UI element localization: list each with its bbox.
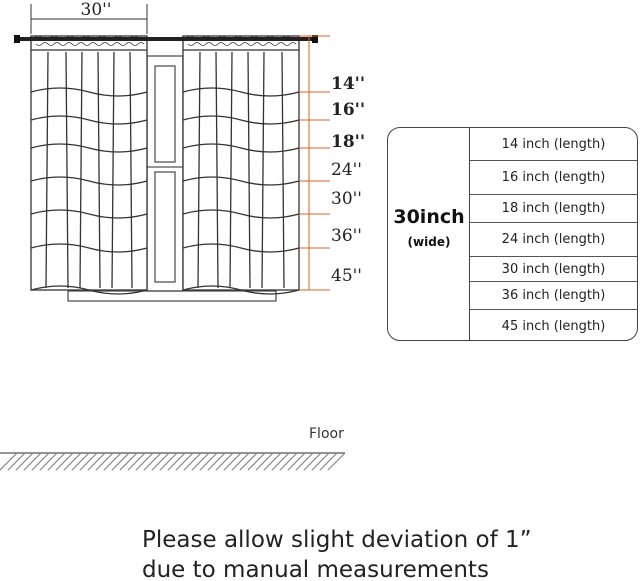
length-row-24: 24 inch (length)	[470, 223, 637, 257]
deviation-note-line-1: Please allow slight deviation of 1”	[142, 527, 532, 553]
length-marker-16: 16''	[331, 100, 365, 120]
length-marker-36: 36''	[331, 226, 362, 246]
length-marker-45: 45''	[331, 266, 362, 286]
width-dimension: 30''	[30, 0, 148, 34]
curtain-rod	[14, 35, 318, 43]
width-caption: (wide)	[407, 235, 451, 249]
width-value: 30inch	[393, 206, 465, 228]
length-markers: 14'' 16'' 18'' 24'' 30'' 36'' 45''	[331, 74, 365, 286]
length-row-14: 14 inch (length)	[470, 128, 637, 161]
floor	[0, 452, 346, 471]
length-marker-18: 18''	[331, 132, 365, 152]
length-dimension-lines	[299, 35, 330, 291]
length-row-16: 16 inch (length)	[470, 161, 637, 195]
length-row-36: 36 inch (length)	[470, 282, 637, 310]
left-curtain-panel	[30, 35, 148, 295]
length-row-30: 30 inch (length)	[470, 257, 637, 282]
length-row-45: 45 inch (length)	[501, 318, 606, 334]
length-marker-14: 14''	[331, 74, 365, 94]
length-marker-30: 30''	[331, 189, 362, 209]
deviation-note: Please allow slight deviation of 1” due …	[142, 525, 622, 581]
length-row-18: 18 inch (length)	[470, 195, 637, 223]
deviation-note-line-2: due to manual measurements	[142, 557, 489, 581]
width-cell: 30inch (wide)	[388, 128, 470, 340]
right-curtain-panel	[182, 35, 300, 295]
length-marker-24: 24''	[331, 160, 362, 180]
size-table: 30inch (wide) 14 inch (length) 16 inch (…	[387, 127, 638, 341]
floor-label: Floor	[309, 426, 344, 442]
width-dimension-label: 30''	[81, 0, 112, 20]
